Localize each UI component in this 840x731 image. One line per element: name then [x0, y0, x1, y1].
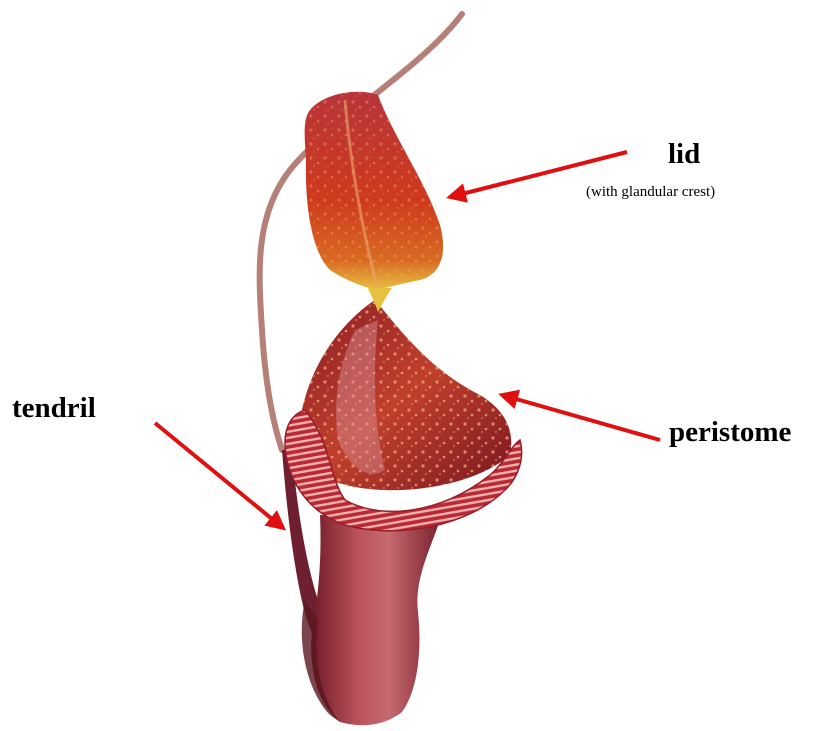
lid-note-label: (with glandular crest): [586, 184, 715, 201]
pitcher-body: [311, 515, 440, 725]
lid-speckles: [305, 92, 443, 290]
peristome-arrow: [502, 395, 660, 440]
tendril-arrow: [155, 423, 283, 528]
tendril-label: tendril: [12, 392, 96, 425]
lid-label: lid: [668, 138, 700, 171]
peristome-label: peristome: [669, 416, 791, 449]
pitcher-inner-speckles: [299, 300, 512, 490]
